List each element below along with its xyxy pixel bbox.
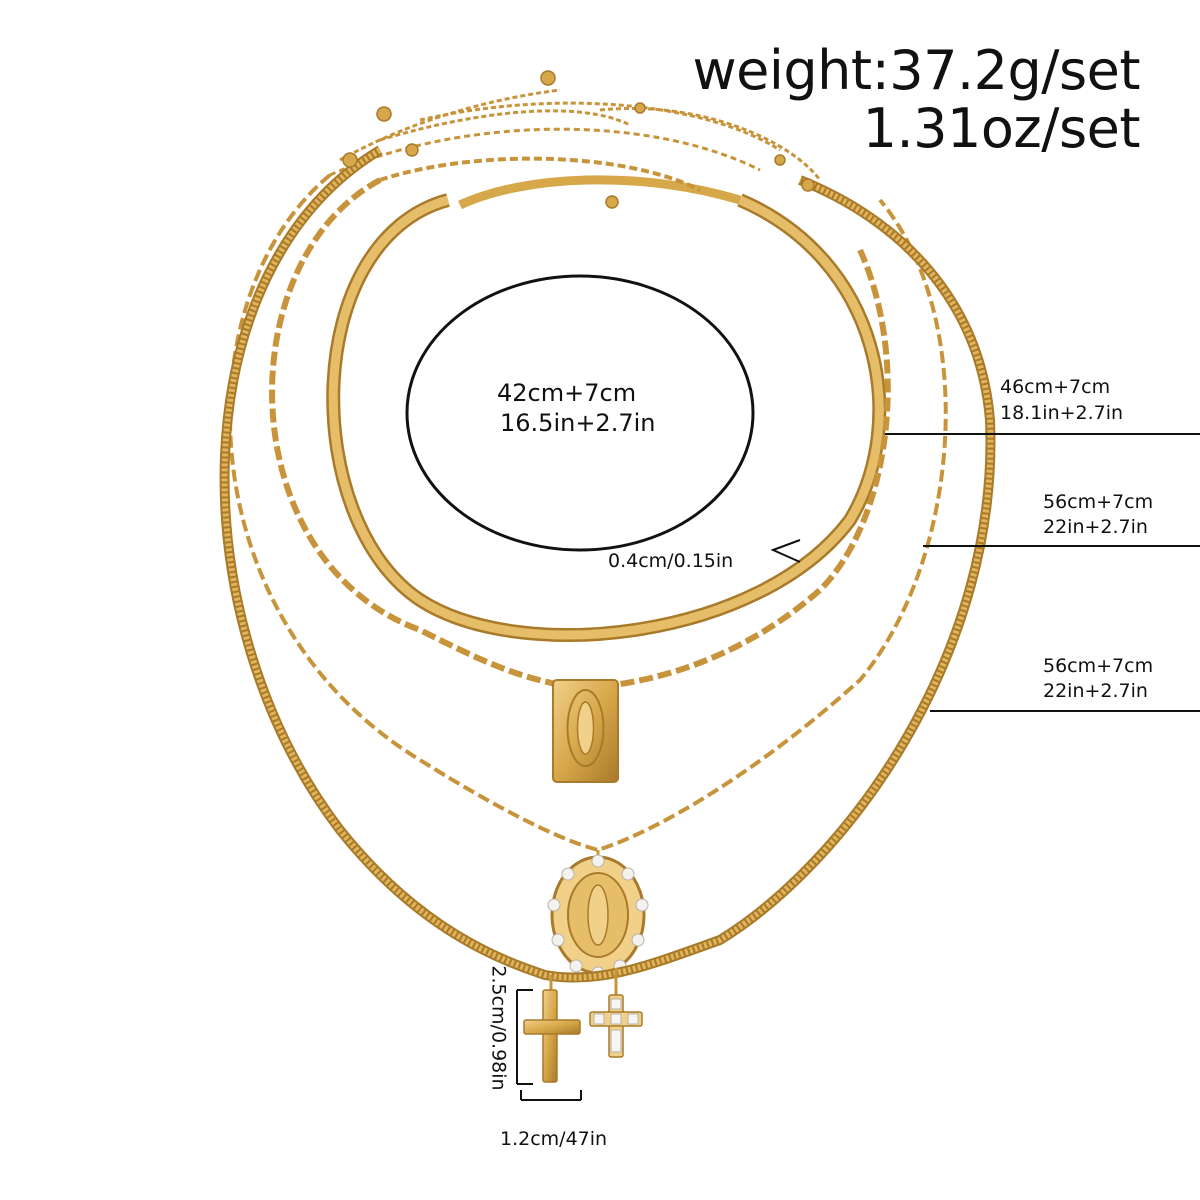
cross-height-label: 2.5cm/0.98in	[487, 965, 510, 1091]
cross-width-bracket	[520, 1090, 582, 1101]
cross-height-bracket	[516, 989, 533, 1085]
inner-size-cm: 42cm+7cm	[497, 379, 637, 407]
width-pointer-marker	[770, 539, 801, 563]
length-2-in: 22in+2.7in	[1043, 516, 1148, 538]
inner-size-in: 16.5in+2.7in	[500, 409, 656, 437]
chain-width-label: 0.4cm/0.15in	[608, 550, 734, 572]
size-circle-outline	[405, 274, 755, 552]
oval-crystal-pendant	[547, 850, 649, 980]
length-1-in: 18.1in+2.7in	[1000, 402, 1124, 424]
extender-chains	[339, 88, 822, 181]
herringbone-choker	[326, 175, 887, 642]
length-2-cm: 56cm+7cm	[1043, 491, 1154, 513]
length-1-cm: 46cm+7cm	[1000, 376, 1111, 398]
crystal-cross-pendant	[589, 968, 643, 1058]
square-medal-pendant	[552, 679, 619, 783]
ounce-label: 1.31oz/set	[862, 97, 1141, 160]
cross-width-label: 1.2cm/47in	[500, 1128, 608, 1150]
length-2-leader-line	[923, 545, 1200, 547]
clasp-beads	[342, 70, 815, 209]
plain-cross-pendant	[523, 975, 581, 1083]
oval-pendant-chain-necklace	[228, 127, 948, 853]
length-3-in: 22in+2.7in	[1043, 680, 1148, 702]
length-3-leader-line	[930, 710, 1200, 712]
weight-label: weight:37.2g/set	[692, 39, 1141, 102]
length-3-cm: 56cm+7cm	[1043, 655, 1154, 677]
length-1-leader-line	[885, 433, 1200, 435]
